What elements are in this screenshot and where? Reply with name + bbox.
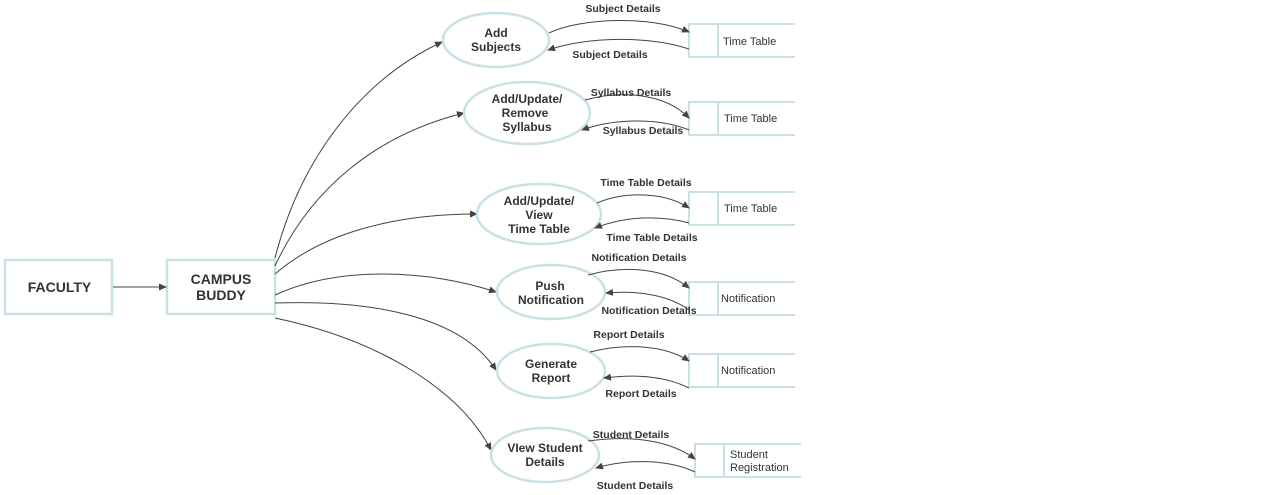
process-4-out-flow [587,268,690,289]
process-4-in-flow-label: Notification Details [601,305,696,317]
process-1-in-flow-label: Subject Details [572,49,647,61]
process-3-label-line-1: Add/Update/ [504,194,575,208]
process-2-label-line-3: Syllabus [502,120,552,134]
faculty-label: FACULTY [28,279,92,295]
system-to-process-4-edge [274,273,497,296]
process-6-label-line-2: Details [525,455,565,469]
process-6-in-flow-label: Student Details [597,480,674,492]
data-store-1[interactable]: Time Table [688,23,795,58]
campus-buddy-label-line-2: BUDDY [196,287,246,303]
system-to-process-1-edge [274,41,443,259]
process-4-out-flow-label: Notification Details [591,252,686,264]
process-5-out-flow-label: Report Details [593,329,664,341]
process-4-in-flow [605,288,690,311]
data-store-4-label: Notification [721,293,775,305]
process-1-out-flow-label: Subject Details [585,3,660,15]
process-3-out-flow [596,194,690,209]
process-5-label-line-1: Generate [525,357,577,371]
process-3-in-flow-label: Time Table Details [606,232,697,244]
data-store-3[interactable]: Time Table [688,191,795,226]
system-to-process-5-edge [274,302,497,371]
process-2-label-line-2: Remove [502,106,549,120]
process-5-label-line-2: Report [532,371,571,385]
process-2-in-flow [581,120,690,131]
process-3-in-flow [594,217,690,229]
campus-buddy-label-line-1: CAMPUS [191,271,252,287]
data-store-5-label: Notification [721,365,775,377]
system-to-process-2-edge [274,111,465,267]
data-store-1-label: Time Table [723,36,776,48]
process-3-label-line-2: View [525,208,553,222]
process-generate-report[interactable]: Generate Report [495,342,607,400]
process-5-in-flow-label: Report Details [605,388,676,400]
process-6-in-flow [595,461,696,473]
process-4-label-line-1: Push [535,279,564,293]
process-2-in-flow-label: Syllabus Details [603,125,684,137]
process-3-label-line-3: Time Table [508,222,570,236]
process-1-label-line-1: Add [484,26,507,40]
process-2-label-line-1: Add/Update/ [492,92,563,106]
faculty-entity[interactable]: FACULTY [3,258,114,316]
system-to-process-3-edge [274,210,478,275]
process-1-in-flow [547,38,690,52]
process-6-label-line-1: VIew Student [507,441,582,455]
process-2-out-flow-label: Syllabus Details [591,87,672,99]
data-store-6-label-line-1: Student [730,449,768,461]
process-view-student-details[interactable]: VIew Student Details [489,426,601,484]
process-3-out-flow-label: Time Table Details [600,177,691,189]
data-store-4[interactable]: Notification [688,281,795,316]
system-to-process-6-edge [274,317,492,451]
process-add-update-view-time-table[interactable]: Add/Update/ View Time Table [475,182,603,246]
process-6-out-flow [587,438,696,460]
process-5-out-flow [589,346,690,362]
process-2-out-flow [584,94,690,119]
data-store-2-label: Time Table [724,113,777,125]
data-store-5[interactable]: Notification [688,353,795,388]
process-6-out-flow-label: Student Details [593,429,670,441]
data-store-6[interactable]: Student Registration [694,443,801,478]
data-store-6-label-line-2: Registration [730,462,789,474]
process-4-label-line-2: Notification [518,293,584,307]
process-1-out-flow [548,19,690,34]
process-push-notification[interactable]: Push Notification [495,263,607,321]
data-store-3-label: Time Table [724,203,777,215]
data-store-2[interactable]: Time Table [688,101,795,136]
campus-buddy-system[interactable]: CAMPUS BUDDY [165,258,277,316]
process-1-label-line-2: Subjects [471,40,521,54]
process-5-in-flow [603,373,690,389]
process-add-update-remove-syllabus[interactable]: Add/Update/ Remove Syllabus [462,80,592,146]
process-add-subjects[interactable]: Add Subjects [441,11,551,69]
